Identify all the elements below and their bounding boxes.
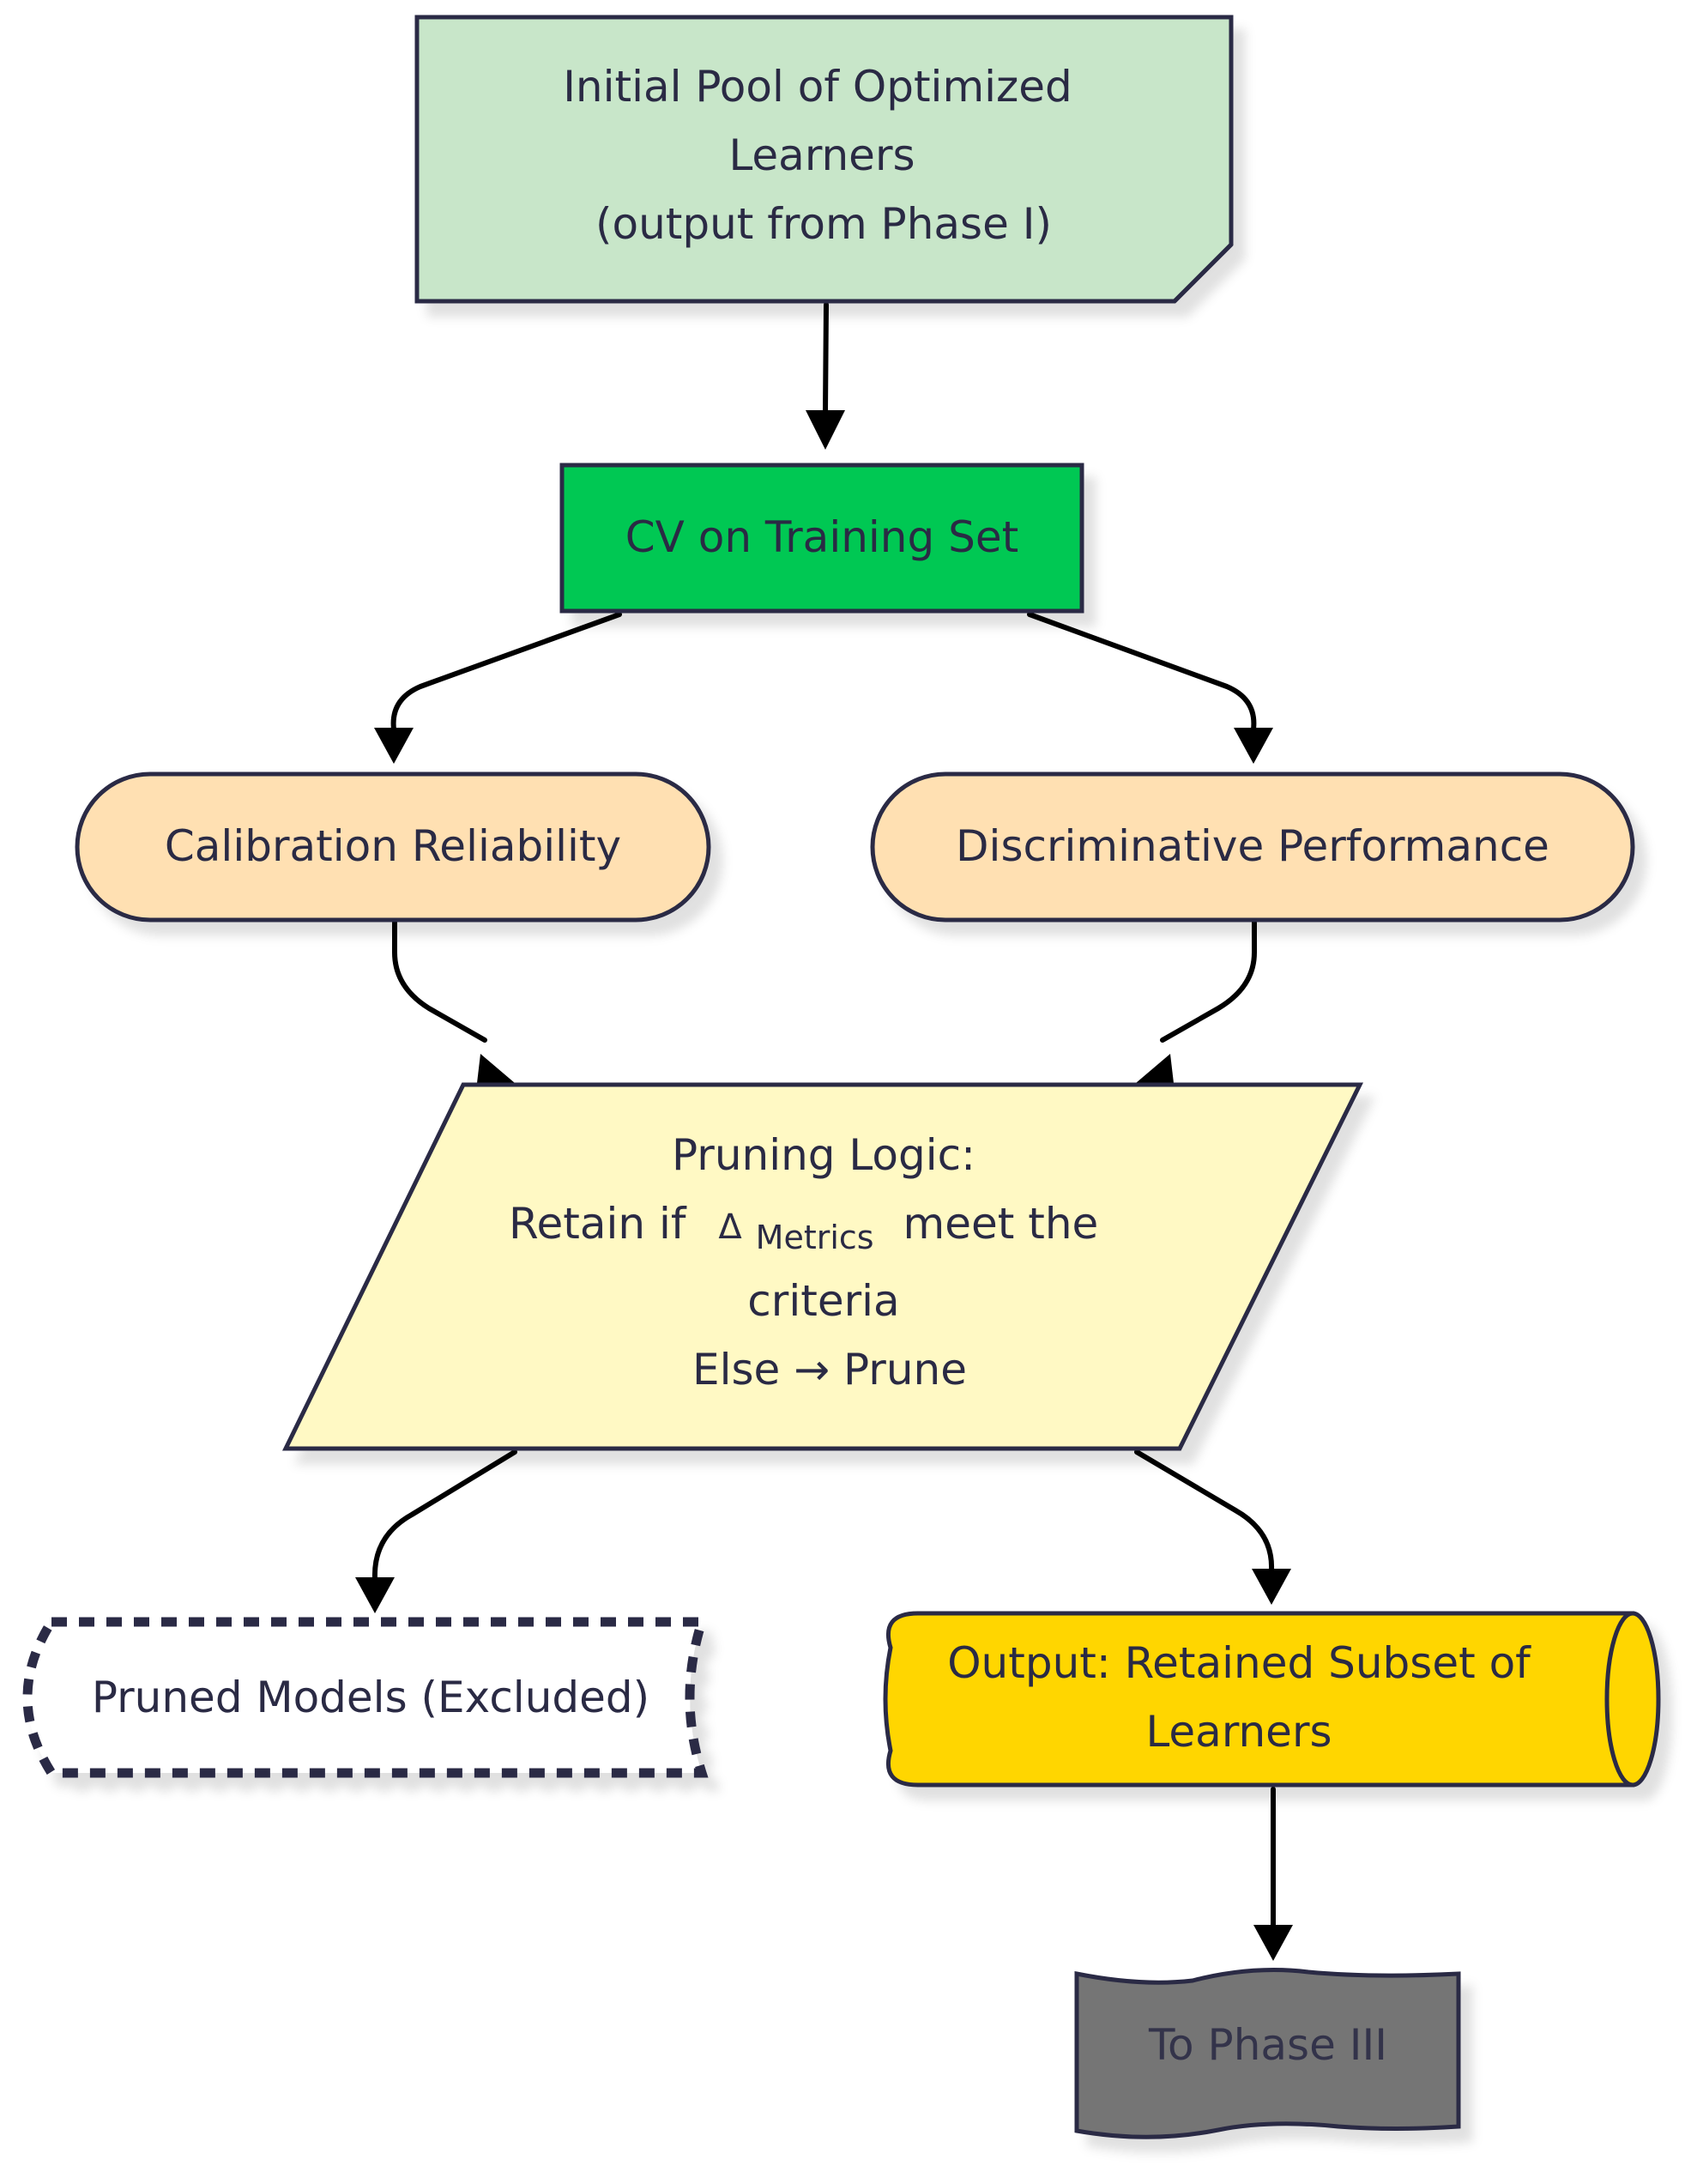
- arrowhead-cv: [806, 410, 845, 450]
- connector-pruning-to-pruned: [371, 1449, 517, 1582]
- pruning-line-1: Pruning Logic:: [672, 1130, 975, 1180]
- connector-discriminative-to-pruning: [1160, 920, 1257, 1043]
- arrowhead-pruning-right: [1136, 1054, 1174, 1083]
- initial-pool-line-3: (output from Phase I): [595, 199, 1052, 249]
- cv-shape: [559, 463, 1084, 614]
- pruned-label: Pruned Models (Excluded): [92, 1673, 649, 1722]
- discriminative-label: Discriminative Performance: [956, 821, 1549, 871]
- arrowhead-phase3: [1253, 1925, 1293, 1961]
- initial-pool-fold: [1173, 243, 1233, 303]
- pruning-shape: [281, 1082, 1364, 1451]
- pruning-line-2-prefix: Retain if: [509, 1199, 687, 1249]
- arrowheads: [355, 410, 1293, 1961]
- connector-pruning-to-output: [1134, 1449, 1275, 1573]
- output-cap: [1604, 1611, 1661, 1788]
- pruning-subscript: Metrics: [756, 1219, 874, 1256]
- node-output: [883, 1611, 1661, 1788]
- pruning-delta: Δ: [718, 1207, 742, 1247]
- node-discriminative: [870, 771, 1635, 923]
- cv-label: CV on Training Set: [625, 512, 1018, 562]
- node-initial-pool: [414, 15, 1234, 304]
- connector-pool-to-cv: [823, 302, 829, 414]
- initial-pool-line-2: Learners: [728, 130, 915, 180]
- output-line-2: Learners: [1145, 1707, 1332, 1757]
- arrowhead-discriminative: [1234, 728, 1273, 764]
- pruning-line-2: Retain if Δ Metrics meet the: [509, 1199, 1098, 1259]
- arrowhead-pruned: [355, 1577, 395, 1613]
- pruning-line-3: criteria: [747, 1276, 899, 1326]
- connector-cv-to-calibration: [390, 612, 622, 732]
- connector-cv-to-discriminative: [1027, 612, 1257, 732]
- discriminative-shape: [870, 771, 1635, 923]
- node-cv: [559, 463, 1084, 614]
- output-line-1: Output: Retained Subset of: [947, 1638, 1531, 1688]
- node-phase3: [1074, 1968, 1461, 2139]
- phase3-shape: [1074, 1968, 1461, 2139]
- node-calibration: [75, 771, 711, 923]
- node-pruned: [22, 1617, 709, 1778]
- pruning-line-4: Else → Prune: [692, 1345, 967, 1394]
- arrowhead-pruning-left: [477, 1054, 515, 1083]
- calibration-shape: [75, 771, 711, 923]
- connector-calibration-to-pruning: [392, 920, 487, 1043]
- connectors: [371, 302, 1276, 1929]
- phase3-label: To Phase III: [1148, 2020, 1387, 2070]
- initial-pool-line-1: Initial Pool of Optimized: [563, 62, 1072, 112]
- arrowhead-calibration: [374, 728, 414, 764]
- calibration-label: Calibration Reliability: [165, 821, 621, 871]
- pruning-line-2-suffix: meet the: [903, 1199, 1099, 1249]
- node-pruning: [281, 1082, 1364, 1451]
- pruned-shape: [22, 1617, 709, 1778]
- arrowhead-output: [1252, 1569, 1291, 1605]
